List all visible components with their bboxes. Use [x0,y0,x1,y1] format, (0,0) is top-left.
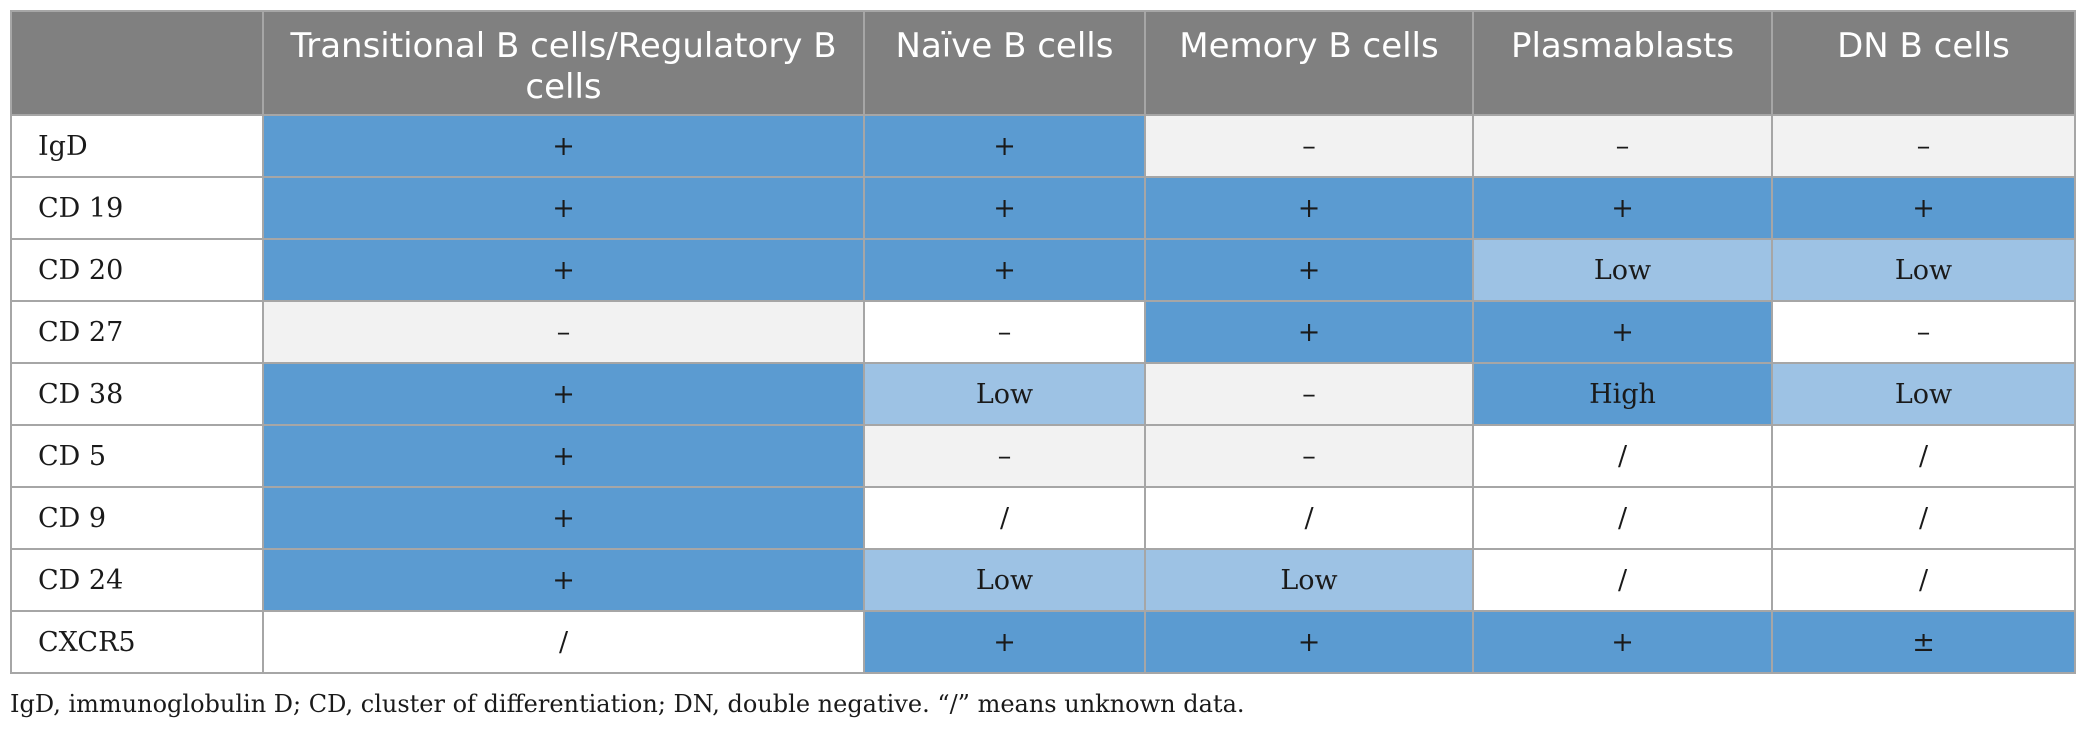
cell-memory: + [1144,610,1474,674]
row-marker-label: CD 20 [10,238,264,302]
row-marker-label: CD 27 [10,300,264,364]
table-footnote: IgD, immunoglobulin D; CD, cluster of di… [10,690,1245,718]
marker-table-container: Transitional B cells/Regulatory B cells … [10,10,2076,674]
header-cell-memory: Memory B cells [1144,10,1474,116]
row-marker-label: IgD [10,114,264,178]
cell-dn: Low [1771,362,2076,426]
cell-memory: – [1144,424,1474,488]
cell-plasmablasts: + [1472,176,1773,240]
cell-naive: / [863,486,1146,550]
cell-dn: – [1771,114,2076,178]
table-row: CD 27––++– [10,300,2076,364]
table-row: IgD++––– [10,114,2076,178]
cell-naive: + [863,238,1146,302]
row-marker-label: CD 9 [10,486,264,550]
table-header: Transitional B cells/Regulatory B cells … [10,10,2076,116]
cell-plasmablasts: / [1472,486,1773,550]
table-row: CD 9+//// [10,486,2076,550]
cell-memory: + [1144,300,1474,364]
header-cell-transitional: Transitional B cells/Regulatory B cells [262,10,865,116]
cell-naive: + [863,176,1146,240]
cell-plasmablasts: / [1472,424,1773,488]
cell-dn: Low [1771,238,2076,302]
cell-plasmablasts: / [1472,548,1773,612]
cell-transitional: + [262,238,865,302]
cell-transitional: / [262,610,865,674]
cell-transitional: + [262,548,865,612]
cell-naive: Low [863,548,1146,612]
cell-transitional: – [262,300,865,364]
header-cell-corner [10,10,264,116]
cell-memory: – [1144,114,1474,178]
cell-transitional: + [262,176,865,240]
cell-plasmablasts: + [1472,610,1773,674]
cell-transitional: + [262,486,865,550]
cell-naive: – [863,300,1146,364]
cell-dn: ± [1771,610,2076,674]
cell-memory: – [1144,362,1474,426]
cell-dn: – [1771,300,2076,364]
cell-dn: + [1771,176,2076,240]
header-cell-plasmablasts: Plasmablasts [1472,10,1773,116]
row-marker-label: CD 19 [10,176,264,240]
cell-memory: Low [1144,548,1474,612]
row-marker-label: CD 5 [10,424,264,488]
header-cell-naive: Naïve B cells [863,10,1146,116]
cell-transitional: + [262,362,865,426]
cell-plasmablasts: + [1472,300,1773,364]
cell-transitional: + [262,424,865,488]
cell-plasmablasts: High [1472,362,1773,426]
header-row: Transitional B cells/Regulatory B cells … [10,10,2076,116]
cell-dn: / [1771,486,2076,550]
cell-memory: + [1144,238,1474,302]
cell-dn: / [1771,548,2076,612]
cell-dn: / [1771,424,2076,488]
cell-naive: – [863,424,1146,488]
cell-memory: + [1144,176,1474,240]
cell-naive: Low [863,362,1146,426]
table-row: CXCR5/+++± [10,610,2076,674]
cell-transitional: + [262,114,865,178]
cell-memory: / [1144,486,1474,550]
cell-plasmablasts: – [1472,114,1773,178]
cell-naive: + [863,114,1146,178]
cell-naive: + [863,610,1146,674]
row-marker-label: CD 24 [10,548,264,612]
row-marker-label: CD 38 [10,362,264,426]
b-cell-marker-table: Transitional B cells/Regulatory B cells … [10,10,2076,674]
cell-plasmablasts: Low [1472,238,1773,302]
row-marker-label: CXCR5 [10,610,264,674]
header-cell-dn: DN B cells [1771,10,2076,116]
table-row: CD 19+++++ [10,176,2076,240]
table-row: CD 5+––// [10,424,2076,488]
